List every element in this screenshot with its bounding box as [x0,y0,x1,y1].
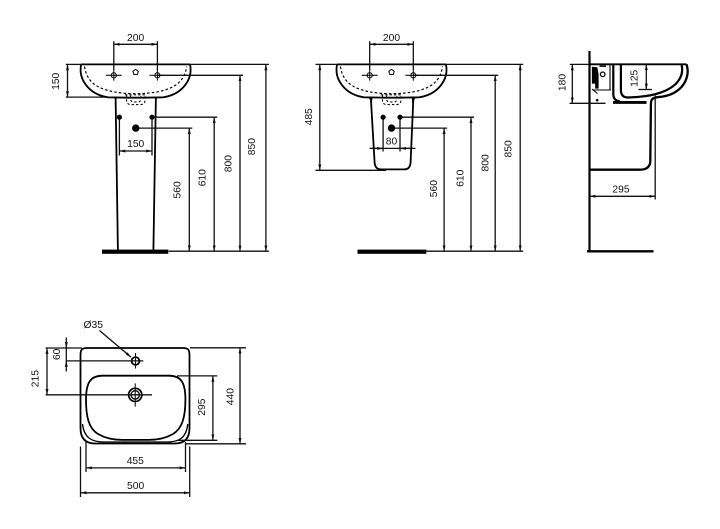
svg-text:560: 560 [173,181,184,198]
svg-text:80: 80 [386,137,398,148]
svg-text:295: 295 [612,185,629,196]
svg-text:Ø35: Ø35 [83,320,103,331]
svg-text:850: 850 [247,138,258,155]
svg-text:150: 150 [51,72,62,89]
svg-text:560: 560 [429,180,440,197]
svg-text:180: 180 [558,74,569,91]
svg-text:215: 215 [31,370,42,387]
svg-text:440: 440 [226,388,237,405]
svg-text:800: 800 [223,155,234,172]
svg-text:150: 150 [127,139,144,150]
svg-text:200: 200 [127,33,144,44]
svg-text:295: 295 [197,398,208,415]
svg-text:455: 455 [127,456,144,467]
svg-text:485: 485 [304,108,315,125]
svg-text:200: 200 [383,33,400,44]
svg-text:500: 500 [127,481,144,492]
svg-text:60: 60 [52,348,63,360]
svg-text:800: 800 [481,154,492,171]
svg-text:610: 610 [456,169,467,186]
svg-text:125: 125 [630,69,641,86]
svg-text:610: 610 [198,169,209,186]
svg-text:850: 850 [504,140,515,157]
